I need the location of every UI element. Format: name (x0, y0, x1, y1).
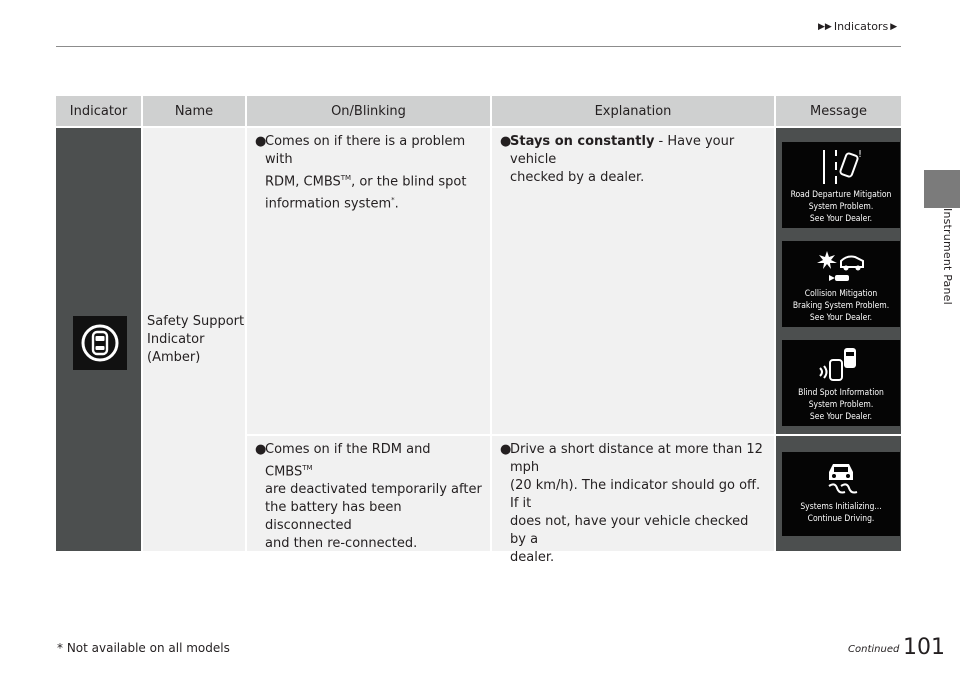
header-message: Message (776, 96, 901, 126)
name-cell: Safety Support Indicator (Amber) (143, 128, 245, 551)
message-systems-initializing: Systems Initializing... Continue Driving… (782, 452, 900, 536)
double-arrow-icon: ▶▶ (818, 21, 832, 32)
header-on-blinking: On/Blinking (247, 96, 490, 126)
header-indicator: Indicator (56, 96, 141, 126)
header-divider (56, 46, 901, 47)
indicator-name: Safety Support Indicator (Amber) (147, 314, 245, 365)
row2-on-blinking: ● Comes on if the RDM and CMBSTM are dea… (247, 436, 490, 551)
breadcrumb-label: Indicators (833, 20, 889, 33)
row1-on-blinking: ● Comes on if there is a problem with RD… (247, 128, 490, 434)
row2-explanation-text: ● Drive a short distance at more than 12… (500, 442, 763, 565)
svg-text:!: ! (858, 149, 862, 160)
page-number: 101 (903, 635, 945, 660)
row2-message-cell: Systems Initializing... Continue Driving… (776, 436, 901, 551)
message-collision-mitigation: Collision Mitigation Braking System Prob… (782, 241, 900, 327)
indicator-table: Indicator Name On/Blinking Explanation M… (56, 96, 901, 565)
indicator-cell (56, 128, 141, 551)
row1-explanation: ● Stays on constantly - Have your vehicl… (492, 128, 774, 434)
message-road-departure: ! Road Departure Mitigation System Probl… (782, 142, 900, 228)
collision-mitigation-icon (817, 251, 864, 281)
continued-label: Continued (848, 644, 900, 655)
message-blind-spot: Blind Spot Information System Problem. S… (782, 340, 900, 426)
side-tab (924, 170, 960, 208)
row2-explanation: ● Drive a short distance at more than 12… (492, 436, 774, 565)
road-departure-icon: ! (823, 149, 862, 184)
breadcrumb[interactable]: ▶▶ Indicators ▶ (818, 20, 897, 33)
row1-message-cell: ! Road Departure Mitigation System Probl… (776, 128, 901, 434)
row1-explanation-text: ● Stays on constantly - Have your vehicl… (500, 134, 735, 185)
safety-support-indicator-icon (73, 316, 127, 370)
header-explanation: Explanation (492, 96, 774, 126)
blind-spot-icon (819, 348, 856, 381)
arrow-icon: ▶ (890, 21, 898, 32)
row2-on-text: ● Comes on if the RDM and CMBSTM are dea… (255, 442, 482, 552)
header-name: Name (143, 96, 245, 126)
row1-on-text: ● Comes on if there is a problem with RD… (255, 134, 467, 212)
side-tab-label: Instrument Panel (941, 208, 954, 305)
footnote: * Not available on all models (57, 641, 230, 655)
systems-initializing-icon (828, 464, 858, 494)
